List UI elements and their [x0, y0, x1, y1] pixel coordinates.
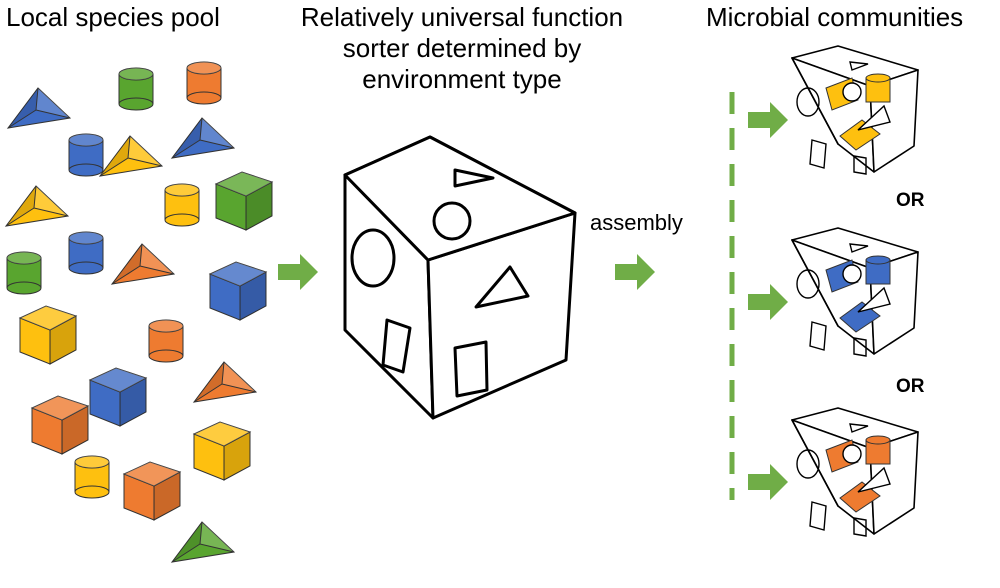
species-orange-cylinder	[186, 61, 222, 105]
triangle-slot	[857, 104, 891, 131]
title-sorter: Relatively universal function sorter det…	[292, 2, 632, 95]
species-blue-cylinder	[68, 133, 104, 177]
circle-slot	[796, 87, 820, 117]
community-box	[748, 45, 919, 175]
rectangle-slot	[853, 155, 867, 175]
species-orange-wedge	[111, 243, 175, 285]
rectangle-slot	[809, 139, 827, 169]
triangle-slot	[453, 168, 495, 188]
rectangle-slot	[453, 340, 489, 398]
species-orange-cube	[31, 395, 89, 455]
rectangle-slot	[809, 501, 827, 531]
communities	[748, 45, 919, 537]
arrow-icon	[278, 254, 318, 290]
rectangle-slot	[809, 321, 827, 351]
species-yellow-cube	[193, 421, 251, 481]
community-box	[748, 407, 919, 537]
rectangle-slot	[381, 318, 412, 374]
species-pool	[5, 61, 273, 563]
species-orange-cube	[123, 461, 181, 521]
species-blue-wedge	[171, 117, 235, 159]
function-sorter-cube	[343, 135, 577, 420]
title-microbial-communities: Microbial communities	[706, 2, 964, 32]
arrow-icon	[748, 464, 788, 500]
species-green-cylinder	[118, 67, 154, 111]
circle-slot	[796, 269, 820, 299]
title-sorter-line: sorter determined by	[342, 33, 582, 63]
species-yellow-cube	[19, 305, 77, 365]
label-assembly: assembly	[590, 210, 683, 235]
species-green-cube	[215, 171, 273, 231]
circle-slot	[796, 449, 820, 479]
species-green-cylinder	[6, 251, 42, 295]
circle-slot	[842, 82, 862, 102]
triangle-slot	[849, 61, 869, 71]
arrow-icon	[615, 254, 655, 290]
circle-slot	[432, 201, 472, 241]
fitted-species	[865, 73, 891, 83]
triangle-slot	[474, 265, 530, 309]
triangle-slot	[849, 423, 869, 433]
arrow-icon	[748, 102, 788, 138]
triangle-slot	[857, 466, 891, 493]
species-yellow-wedge	[5, 185, 69, 227]
species-blue-wedge	[7, 87, 71, 129]
species-yellow-cylinder	[164, 183, 200, 227]
rectangle-slot	[853, 517, 867, 537]
fitted-species	[865, 255, 891, 265]
circle-slot	[350, 228, 396, 288]
label-or: OR	[896, 376, 925, 397]
species-orange-cylinder	[148, 319, 184, 363]
species-blue-cube	[89, 367, 147, 427]
triangle-slot	[857, 286, 891, 313]
species-orange-wedge	[193, 361, 257, 403]
circle-slot	[842, 444, 862, 464]
title-sorter-line: environment type	[362, 64, 562, 94]
species-blue-cube	[209, 261, 267, 321]
triangle-slot	[849, 243, 869, 253]
title-sorter-line: Relatively universal function	[300, 2, 624, 32]
species-green-wedge	[171, 521, 235, 563]
circle-slot	[842, 264, 862, 284]
species-yellow-wedge	[99, 135, 163, 177]
species-yellow-cylinder	[74, 455, 110, 499]
fitted-species	[865, 435, 891, 445]
community-box	[748, 227, 919, 357]
title-species-pool: Local species pool	[6, 2, 220, 32]
species-blue-cylinder	[68, 231, 104, 275]
rectangle-slot	[853, 337, 867, 357]
label-or: OR	[896, 190, 925, 211]
arrow-icon	[748, 284, 788, 320]
